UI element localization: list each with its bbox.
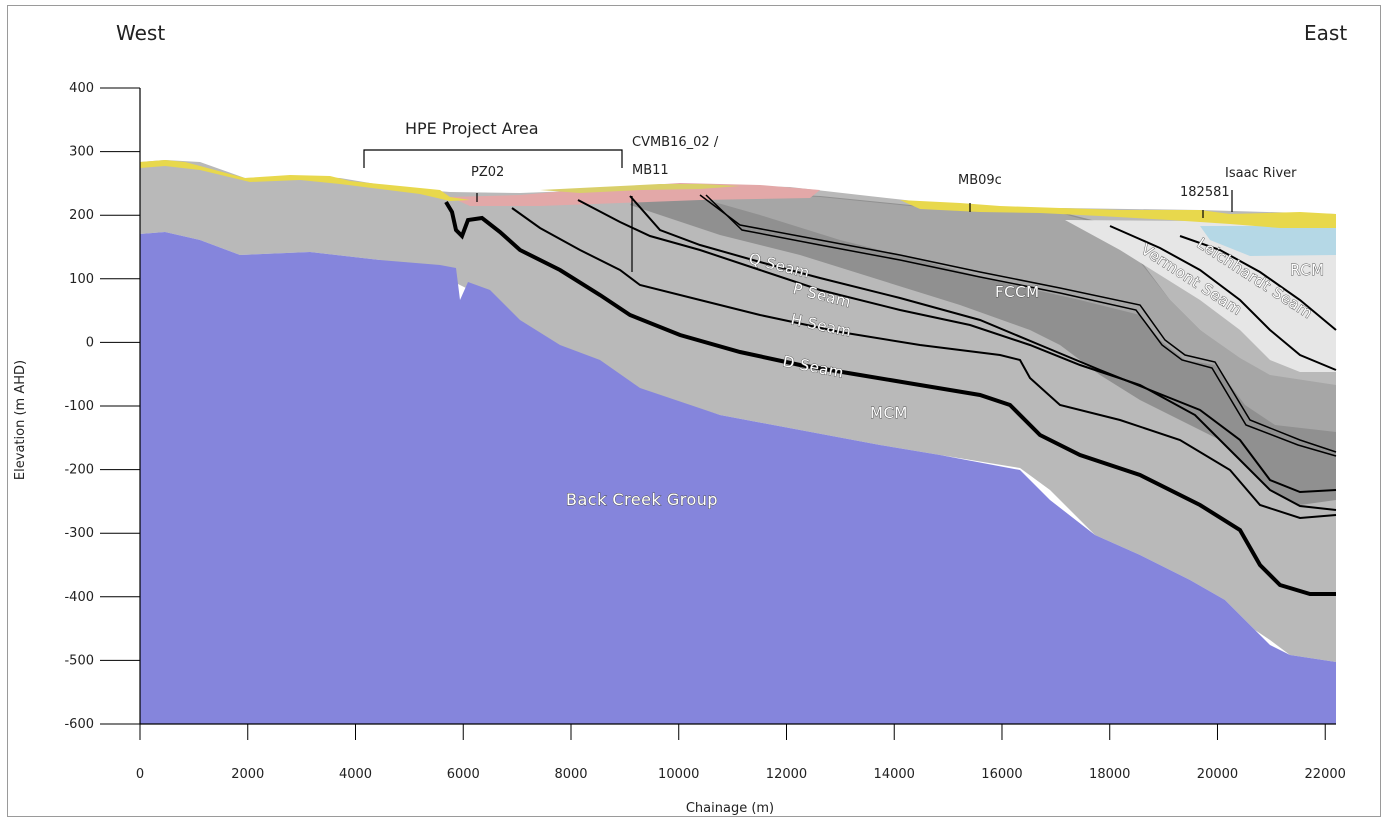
east-label: East bbox=[1304, 21, 1347, 45]
x-tick-label: 12000 bbox=[766, 767, 807, 782]
surface-alluvium-east bbox=[900, 200, 1336, 228]
y-tick-label: -500 bbox=[64, 653, 94, 668]
back-creek-label: Back Creek Group bbox=[566, 490, 718, 509]
x-tick-label: 4000 bbox=[339, 767, 372, 782]
cvmb-label-line2: MB11 bbox=[632, 163, 669, 178]
bore-182581-label: 182581 bbox=[1180, 185, 1230, 200]
x-tick-label: 14000 bbox=[874, 767, 915, 782]
y-tick-label: -400 bbox=[64, 590, 94, 605]
vermont-seam-line bbox=[1109, 225, 1337, 371]
x-tick-label: 20000 bbox=[1197, 767, 1238, 782]
tertiary-unit bbox=[450, 183, 820, 206]
y-tick-label: 100 bbox=[69, 272, 94, 287]
x-tick-label: 2000 bbox=[231, 767, 264, 782]
x-axis-ticks: 0 2000 4000 6000 8000 10000 12000 14000 16000 180… bbox=[136, 724, 1346, 782]
y-tick-label: 200 bbox=[69, 208, 94, 223]
figure-frame bbox=[7, 5, 1381, 817]
x-tick-label: 8000 bbox=[554, 767, 587, 782]
back-creek-unit bbox=[140, 232, 1336, 724]
x-tick-label: 16000 bbox=[981, 767, 1022, 782]
fccm-label: FCCM bbox=[995, 283, 1040, 301]
x-tick-label: 0 bbox=[136, 767, 144, 782]
cvmb-label-line1: CVMB16_02 / bbox=[632, 135, 719, 150]
y-tick-label: -100 bbox=[64, 399, 94, 414]
isaac-river-label: Isaac River bbox=[1225, 166, 1297, 181]
d-seam-line bbox=[444, 200, 1336, 596]
y-tick-label: 0 bbox=[86, 335, 94, 350]
upper-seam-line bbox=[699, 194, 1337, 453]
x-axis-title: Chainage (m) bbox=[686, 801, 774, 816]
x-tick-label: 6000 bbox=[447, 767, 480, 782]
y-tick-label: -600 bbox=[64, 717, 94, 732]
x-tick-label: 10000 bbox=[658, 767, 699, 782]
x-tick-label: 18000 bbox=[1089, 767, 1130, 782]
project-area-bracket bbox=[363, 149, 623, 168]
h-seam-line bbox=[511, 207, 1337, 520]
upper-coal-unit bbox=[700, 194, 1336, 432]
y-tick-label: -200 bbox=[64, 463, 94, 478]
y-tick-label: 300 bbox=[69, 145, 94, 160]
rcm-unit bbox=[1065, 220, 1336, 372]
y-axis-ticks: 400 300 200 100 0 -100 -200 -300 -400 -500 -600 bbox=[64, 81, 140, 732]
q-seam-line bbox=[629, 195, 1337, 494]
y-tick-label: 400 bbox=[69, 81, 94, 96]
rcm-label: RCM bbox=[1290, 261, 1325, 279]
surface-alluvium bbox=[140, 160, 470, 201]
y-tick-label: -300 bbox=[64, 526, 94, 541]
pz02-label: PZ02 bbox=[471, 165, 504, 180]
upper-seam-line-2 bbox=[705, 194, 1337, 457]
mcm-label: MCM bbox=[870, 404, 908, 422]
project-area-label: HPE Project Area bbox=[405, 119, 539, 138]
mb09c-label: MB09c bbox=[958, 173, 1002, 188]
surface-alluvium-mid bbox=[540, 184, 740, 193]
x-tick-label: 22000 bbox=[1305, 767, 1346, 782]
leichhardt-seam-line bbox=[1179, 235, 1337, 331]
west-label: West bbox=[116, 21, 165, 45]
river-alluvium bbox=[1200, 226, 1336, 256]
p-seam-line bbox=[577, 199, 1337, 511]
y-axis-title: Elevation (m AHD) bbox=[13, 360, 28, 480]
